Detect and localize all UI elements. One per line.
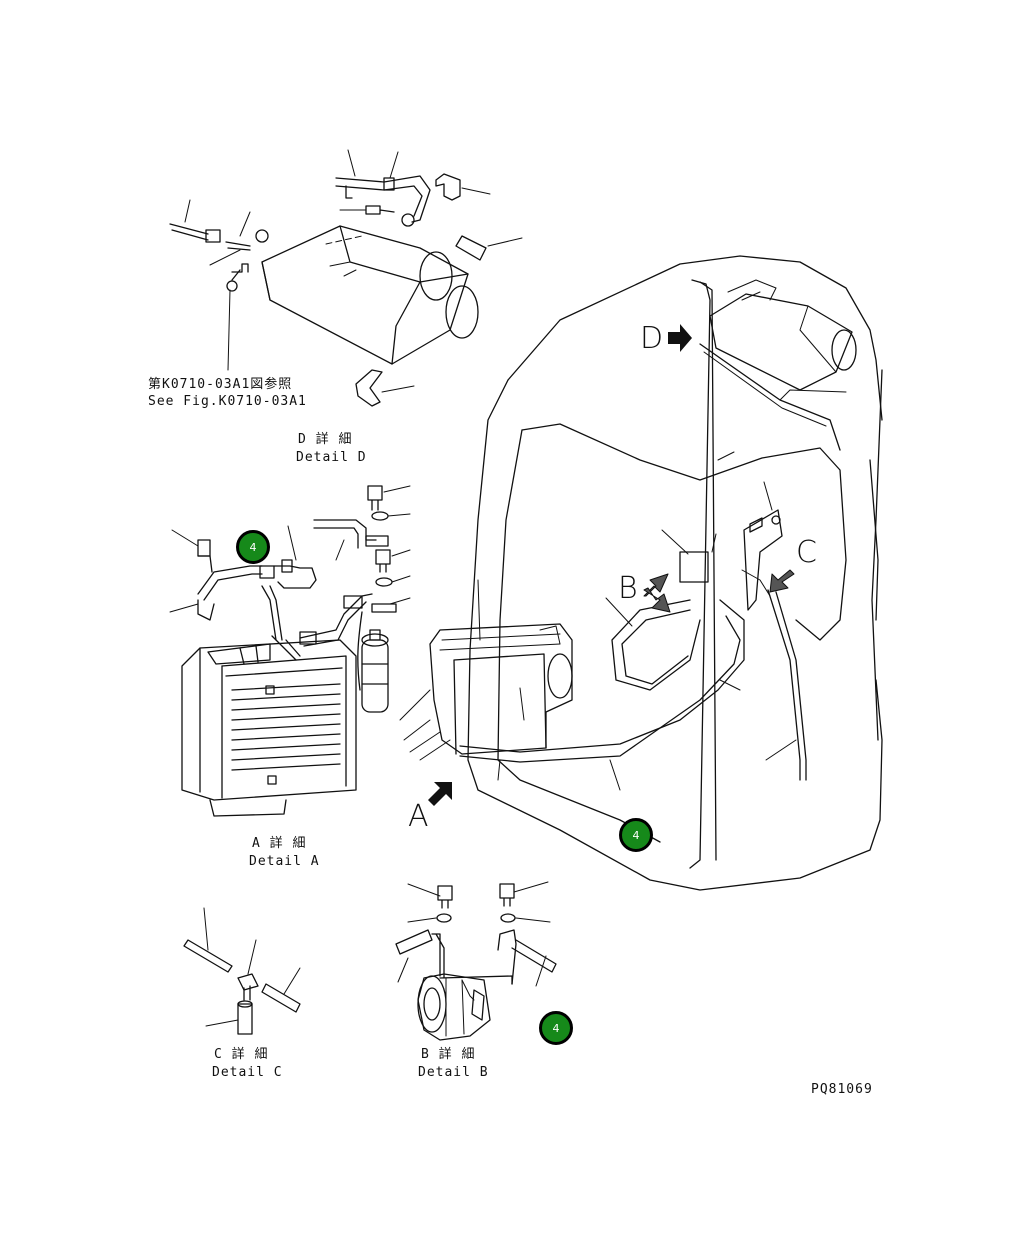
- view-letter-a: A: [408, 799, 429, 834]
- detail-d-drawing: [313, 485, 411, 713]
- see-fig-jp-label: 第K0710-03A1図参照: [148, 377, 293, 392]
- view-arrows: [428, 324, 795, 806]
- view-letter-c: C: [796, 535, 817, 570]
- detail-a-jp-label: A 詳 細: [252, 836, 307, 851]
- callout-item-4-detail-a[interactable]: 4: [236, 530, 270, 564]
- detail-c-jp-label: C 詳 細: [214, 1047, 269, 1062]
- detail-c-drawing: [183, 907, 301, 1035]
- view-letter-b: B: [618, 571, 638, 606]
- view-letter-d: D: [640, 321, 664, 356]
- callout-item-4-cab[interactable]: 4: [619, 818, 653, 852]
- detail-b-en-label: Detail B: [418, 1065, 489, 1080]
- detail-b-jp-label: B 詳 細: [421, 1047, 476, 1062]
- see-fig-en-label: See Fig.K0710-03A1: [148, 394, 307, 409]
- detail-c-en-label: Detail C: [212, 1065, 283, 1080]
- detail-a-drawing: [169, 525, 373, 817]
- condenser-assembly: [169, 149, 523, 407]
- detail-a-en-label: Detail A: [249, 854, 320, 869]
- detail-d-en-label: Detail D: [296, 450, 367, 465]
- detail-d-jp-label: D 詳 細: [298, 432, 353, 447]
- cab-body: [399, 255, 883, 891]
- drawing-number: PQ81069: [811, 1082, 873, 1097]
- callout-item-4-detail-b[interactable]: 4: [539, 1011, 573, 1045]
- detail-b-drawing: [395, 881, 557, 1041]
